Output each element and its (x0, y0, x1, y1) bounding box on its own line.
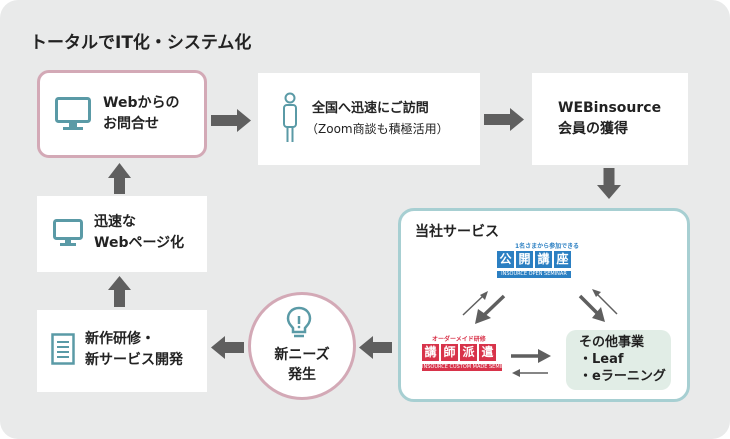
member-acquisition-line2: 会員の獲得 (558, 121, 628, 137)
public-seminar-char: 座 (554, 251, 571, 268)
arrow-up (108, 276, 131, 307)
other-business-item: ・eラーニング (579, 369, 666, 384)
arrow-left (211, 336, 244, 359)
arrow-right (484, 108, 524, 131)
diagram-title: トータルでIT化・システム化 (30, 33, 252, 53)
document-icon (51, 333, 75, 365)
webpage-box (37, 196, 207, 272)
arrow-dispatch-to-public (462, 291, 488, 316)
other-business-title: その他事業 (579, 335, 645, 350)
web-inquiry-box (37, 70, 207, 158)
visit-line2: （Zoom商談も積極活用） (306, 122, 449, 136)
lightbulb-icon (286, 306, 312, 338)
webpage-line1: 迅速な (94, 214, 136, 230)
arrow-down (597, 168, 621, 199)
development-line1: 新作研修・ (85, 331, 155, 347)
public-seminar-tagline: 1名さまから参加できる (515, 243, 580, 250)
monitor-icon (55, 97, 91, 130)
public-seminar-subtitle: INSOURCE OPEN SEMINAR (497, 271, 571, 278)
other-business-item: ・Leaf (579, 352, 624, 367)
member-acquisition-line1: WEBinsource (558, 100, 662, 116)
development-line2: 新サービス開発 (85, 352, 183, 368)
dispatch-char: 派 (460, 344, 477, 361)
arrow-right (211, 109, 251, 132)
person-icon (283, 92, 297, 142)
dispatch-char: 講 (422, 344, 439, 361)
public-seminar-char: 公 (497, 251, 514, 268)
member-acquisition-box (532, 73, 688, 165)
dispatch-char: 遣 (479, 344, 496, 361)
other-business-box (566, 330, 671, 390)
webpage-line2: Webページ化 (94, 235, 185, 251)
dispatch-tagline: オーダーメイド研修 (432, 336, 486, 343)
visit-line1: 全国へ迅速にご訪問 (312, 101, 429, 116)
web-inquiry-line2: お問合せ (103, 116, 159, 132)
public-seminar-char: 講 (535, 251, 552, 268)
arrow-dispatch-to-other (511, 349, 551, 363)
arrow-left (359, 336, 392, 359)
public-seminar-char: 開 (516, 251, 533, 268)
dispatch-logo: 講 師 派 遣 (422, 344, 496, 361)
arrow-up (108, 163, 131, 194)
dispatch-char: 師 (441, 344, 458, 361)
new-needs-circle (248, 292, 356, 400)
public-seminar-logo: 公 開 講 座 (497, 251, 571, 268)
new-needs-line2: 発生 (288, 367, 316, 383)
new-needs-line1: 新ニーズ (274, 347, 330, 363)
web-inquiry-line1: Webからの (103, 95, 180, 111)
arrow-other-to-dispatch (512, 369, 548, 377)
arrow-other-to-public (592, 289, 618, 315)
monitor-icon (53, 219, 83, 246)
services-label: 当社サービス (415, 224, 499, 240)
arrow-public-to-other (578, 294, 605, 322)
dispatch-subtitle: INSOURCE CUSTOM MADE SEMINAR (422, 364, 502, 371)
arrow-public-to-dispatch (475, 294, 506, 324)
